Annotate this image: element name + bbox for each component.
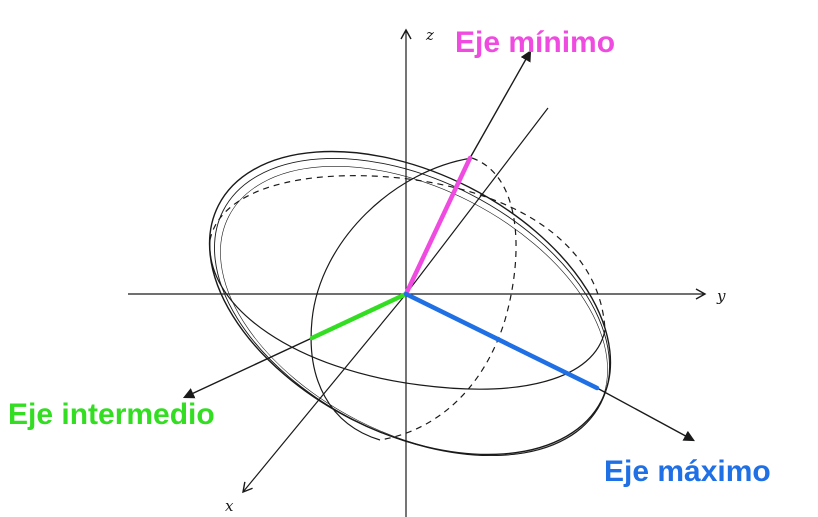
ellipsoid-outline-shade-2 <box>220 166 608 456</box>
minor-axis-extension <box>405 107 549 295</box>
principal-axis-arrows <box>182 50 695 442</box>
meridian-section <box>310 157 517 441</box>
x-axis <box>242 293 407 494</box>
ellipsoid-outline <box>208 150 612 456</box>
intermedio-label: Eje intermedio <box>8 398 215 431</box>
intermedio-semi-axis <box>309 291 409 341</box>
ellipsoid-body <box>208 150 612 457</box>
ellipsoid-outline-shade <box>214 157 610 457</box>
minimo-semi-axis <box>403 155 473 297</box>
equator-section <box>209 175 606 390</box>
coordinate-axes <box>128 28 707 517</box>
maximo-semi-axis <box>403 291 600 391</box>
minimo-label: Eje mínimo <box>455 26 615 59</box>
equator-front <box>209 239 606 390</box>
meridian-front <box>310 157 473 441</box>
maximo-arrow <box>596 387 695 442</box>
z-axis-letter: z <box>425 26 434 44</box>
minimo-arrow <box>469 50 532 159</box>
equator-back <box>209 175 606 331</box>
y-axis-letter: y <box>716 287 726 305</box>
maximo-label: Eje máximo <box>604 455 771 488</box>
x-axis-letter: x <box>225 497 234 515</box>
intermedio-arrow <box>182 337 313 399</box>
meridian-back <box>379 157 517 441</box>
